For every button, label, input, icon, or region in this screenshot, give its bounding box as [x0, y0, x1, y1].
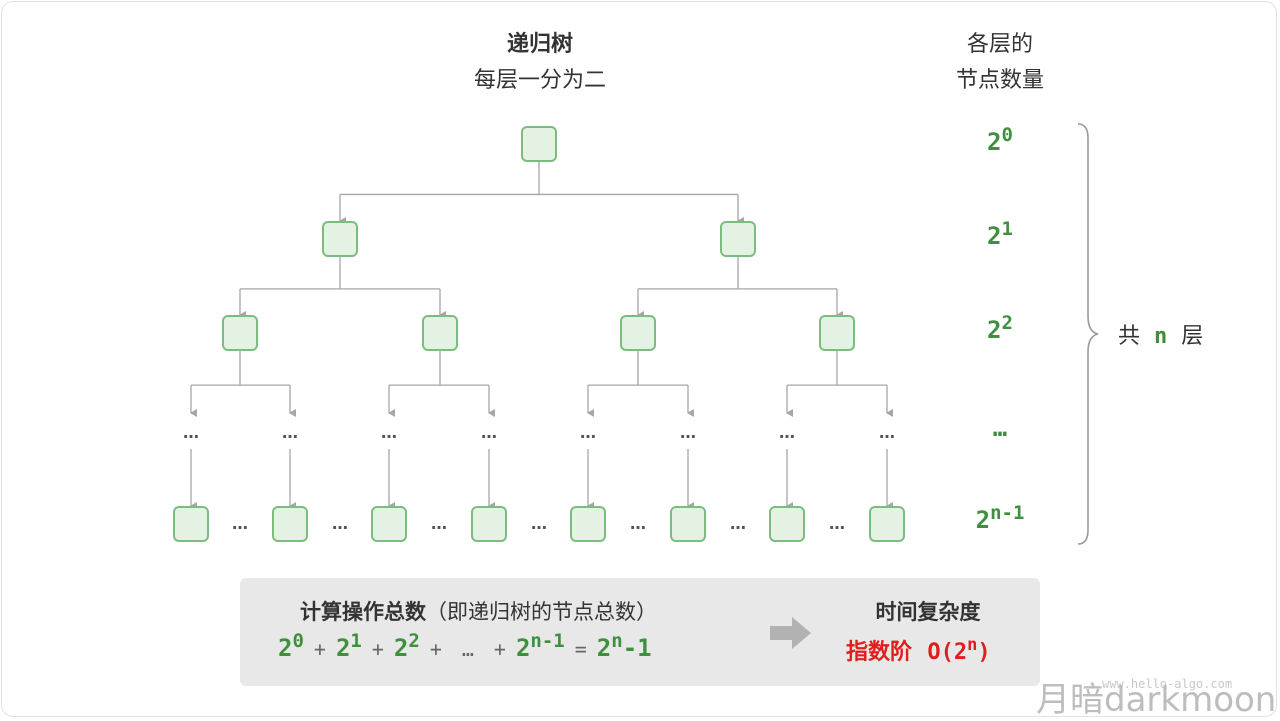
level-count-ellipsis: …: [992, 414, 1008, 442]
tree-leaf-1: [272, 506, 308, 542]
diagram-title: 递归树: [506, 32, 573, 57]
tree-leaf-2: [371, 506, 407, 542]
tree-ellipsis-5: …: [680, 423, 696, 442]
leaf-gap-ellipsis-6: …: [829, 514, 845, 533]
formula-term: 2n: [596, 632, 623, 663]
tree-ellipsis-6: …: [779, 423, 795, 442]
level-count-0: 20: [987, 124, 1013, 157]
formula-operator: +: [371, 637, 384, 661]
level-count-header-line2: 节点数量: [955, 68, 1044, 93]
tree-leaf-0: [173, 506, 209, 542]
tree-node-l0-0: [521, 126, 557, 162]
tree-node-l2-2: [620, 315, 656, 351]
formula-term: 20: [278, 632, 304, 663]
leaf-gap-ellipsis-4: …: [630, 514, 646, 533]
watermark-url: www.hello-algo.com: [1102, 677, 1233, 691]
tree-edges: [190, 162, 893, 510]
levels-brace: [1077, 123, 1099, 545]
tree-ellipsis-4: …: [580, 423, 596, 442]
formula-operator: +: [313, 637, 326, 661]
tree-ellipsis-1: …: [282, 423, 298, 442]
tree-leaf-5: [670, 506, 706, 542]
formula-term: -1: [623, 634, 652, 662]
formula-operator: +: [429, 637, 442, 661]
formula-term-exponent: 1: [350, 630, 362, 652]
tree-node-l2-3: [819, 315, 855, 351]
tree-ellipsis-0: …: [183, 423, 199, 442]
result-arrow-icon: [770, 617, 811, 649]
leaf-gap-ellipsis-2: …: [431, 514, 447, 533]
leaf-gap-ellipsis-5: …: [730, 514, 746, 533]
formula-operator: +: [493, 637, 506, 661]
leaf-gap-ellipsis-1: …: [332, 514, 348, 533]
tree-leaf-6: [769, 506, 805, 542]
level-count-1: 21: [987, 218, 1013, 251]
tree-node-l1-0: [322, 221, 358, 257]
formula-term: 21: [335, 632, 362, 663]
leaf-gap-ellipsis-0: …: [232, 514, 248, 533]
formula-term: 22: [393, 632, 420, 663]
formula-operator: …: [461, 637, 474, 661]
formula-term-base: 2: [335, 634, 351, 662]
tree-node-l2-0: [222, 315, 258, 351]
tree-leaf-4: [570, 506, 606, 542]
tree-node-l1-1: [720, 221, 756, 257]
level-count-header-line1: 各层的: [966, 32, 1033, 57]
formula-term-exponent: 0: [292, 630, 304, 652]
formula-term: 2n-1: [515, 632, 565, 663]
complexity-value: 指数阶 O(2n): [846, 635, 991, 666]
leaf-gap-ellipsis-3: …: [531, 514, 547, 533]
formula-term-exponent: n-1: [530, 630, 565, 652]
summary-panel: [240, 578, 1040, 686]
formula-term-base: 2: [596, 634, 612, 662]
formula-term-base: 2: [515, 634, 531, 662]
formula-term-exponent: 2: [408, 630, 420, 652]
total-ops-formula: 20+21+22+…+2n-1=2n-1: [278, 632, 652, 663]
tree-ellipsis-7: …: [879, 423, 895, 442]
tree-ellipsis-3: …: [481, 423, 497, 442]
formula-operator: =: [574, 637, 587, 661]
formula-term-base: 2: [393, 634, 409, 662]
diagram-subtitle: 每层一分为二: [473, 68, 606, 93]
complexity-label: 时间复杂度: [875, 600, 981, 624]
tree-node-l2-1: [422, 315, 458, 351]
watermark-signature: 月暗darkmoon: [1036, 680, 1277, 720]
tree-leaf-7: [869, 506, 905, 542]
tree-leaf-3: [471, 506, 507, 542]
formula-term-base: -1: [622, 634, 652, 662]
summary-title: 计算操作总数（即递归树的节点总数）: [300, 600, 657, 624]
level-count-last: 2n-1: [975, 502, 1025, 535]
formula-term-base: 2: [278, 634, 293, 662]
tree-ellipsis-2: …: [381, 423, 397, 442]
formula-term-exponent: n: [611, 630, 623, 652]
level-count-2: 22: [987, 312, 1013, 345]
